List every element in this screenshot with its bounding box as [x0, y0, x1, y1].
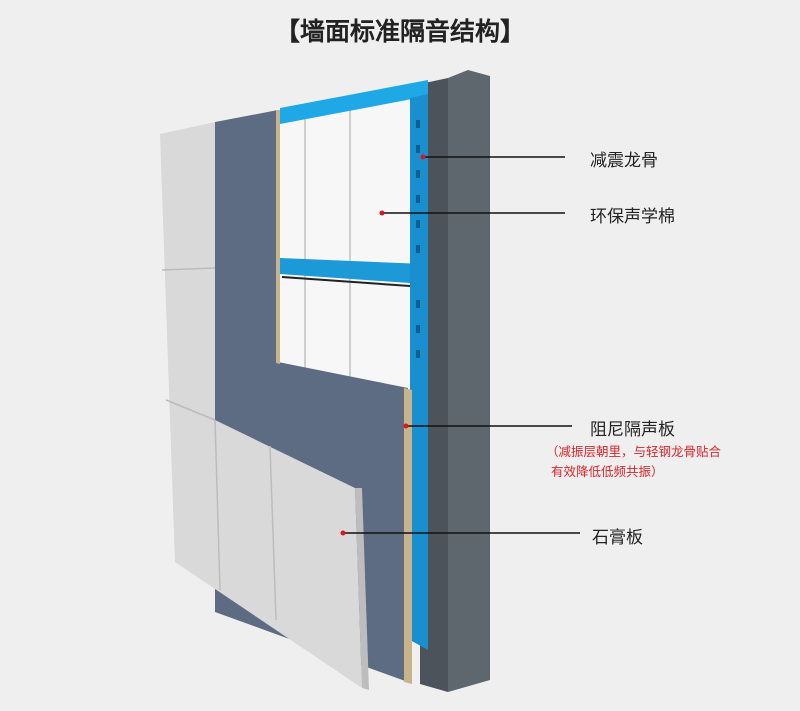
keel-top-rail — [280, 80, 428, 124]
keel-middle-rail — [280, 258, 424, 284]
gypsum-board — [160, 122, 362, 688]
label-cotton: 环保声学棉 — [590, 207, 675, 227]
label-damping-board: 阻尼隔声板 — [590, 420, 675, 440]
cotton-marker — [379, 210, 385, 216]
concrete-wall-side — [448, 70, 490, 692]
keel-stud — [410, 94, 428, 650]
damping-board-edge — [404, 388, 412, 684]
label-keel: 减震龙骨 — [590, 151, 658, 171]
diagram-title: 【墙面标准隔音结构】 — [274, 17, 525, 46]
note-line2: 有效降低低频共振） — [551, 464, 664, 479]
acoustic-cotton — [280, 98, 412, 392]
note-line1: （减振层朝里，与轻钢龙骨贴合 — [546, 444, 722, 459]
label-gypsum: 石膏板 — [592, 528, 643, 548]
gypsum-marker — [340, 530, 346, 536]
keel-marker — [420, 154, 426, 160]
damping-board-marker — [403, 423, 409, 429]
